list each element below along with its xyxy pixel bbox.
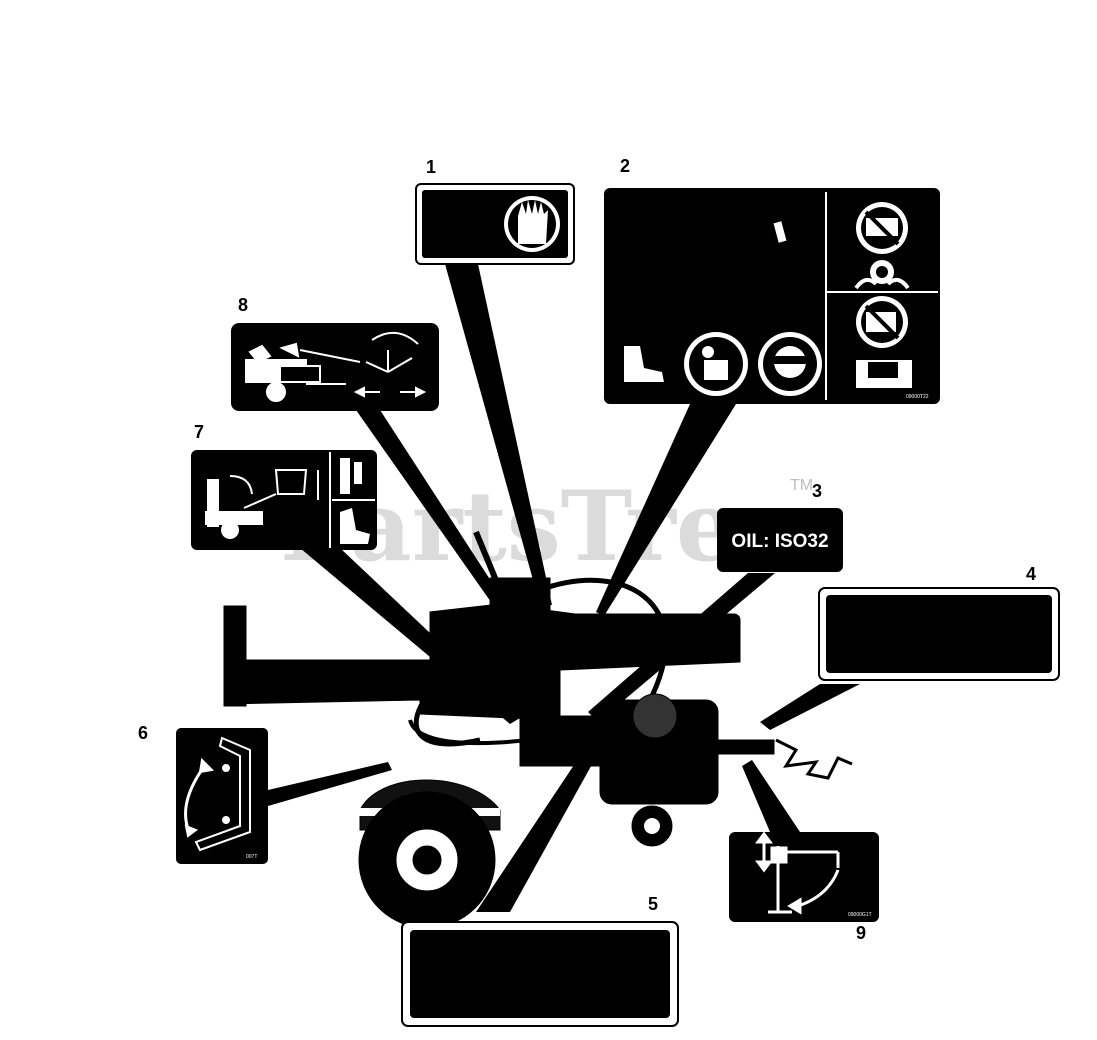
hitch-jack-icon (755, 831, 840, 915)
beam-pivot-icon (184, 736, 251, 852)
return-hose (413, 647, 482, 747)
lift-icon (353, 332, 427, 398)
decal-9-code: 09000G1T (848, 912, 872, 918)
log-cradle (223, 605, 247, 707)
wood-splitter-icon (854, 260, 910, 290)
leader-9 (742, 760, 800, 832)
decal-2-code: 09000T22 (906, 394, 929, 400)
engine-pulley (632, 693, 678, 739)
hydraulic-cylinder (499, 613, 741, 657)
callout-3: 3 (812, 481, 823, 501)
callout-5: 5 (648, 894, 659, 914)
tongue (717, 739, 775, 755)
oil-label: OIL: ISO32 (731, 531, 828, 552)
hydraulic-oil-icon (340, 458, 370, 544)
callout-1: 1 (426, 157, 437, 177)
wheel-cap (412, 845, 442, 875)
leader-5 (476, 744, 600, 912)
callout-8: 8 (238, 295, 249, 315)
leader-lines (268, 264, 860, 912)
decal-6: 007T (176, 728, 268, 864)
decal-3: OIL: ISO32 (717, 508, 843, 572)
wood-splitter-icon (245, 342, 361, 402)
wood-splitter-machine (223, 530, 853, 929)
leader-6 (268, 762, 392, 806)
callout-7: 7 (194, 422, 205, 442)
leader-8 (356, 410, 515, 622)
callout-6: 6 (138, 723, 149, 743)
decal-7 (191, 450, 377, 550)
hydraulic-hose (539, 577, 668, 702)
decal-6-code: 007T (246, 854, 257, 860)
no-standing-icon (856, 296, 908, 348)
no-hands-icon (856, 202, 908, 254)
decal-5 (401, 921, 679, 1027)
safety-glasses-icon (758, 332, 822, 396)
leader-1 (445, 264, 552, 605)
boot-icon (624, 346, 664, 382)
decal-8 (231, 323, 439, 411)
pump (519, 715, 601, 767)
gloves-icon (504, 196, 560, 252)
lift-icon (205, 469, 319, 539)
watermark-tm: TM (790, 477, 813, 494)
decal-9: 09000G1T (729, 831, 879, 922)
leader-2 (596, 404, 736, 616)
leader-4 (760, 684, 860, 730)
callout-9: 9 (856, 923, 867, 943)
hitch-area (775, 738, 853, 780)
jack-wheel-hub (644, 818, 660, 834)
decal-1 (415, 183, 575, 265)
decal-2: 09000T22 (604, 188, 940, 404)
decal-4 (818, 587, 1060, 681)
callout-2: 2 (620, 156, 631, 176)
read-manual-icon (684, 332, 748, 396)
callout-4: 4 (1026, 564, 1037, 584)
control-handle (473, 530, 503, 592)
